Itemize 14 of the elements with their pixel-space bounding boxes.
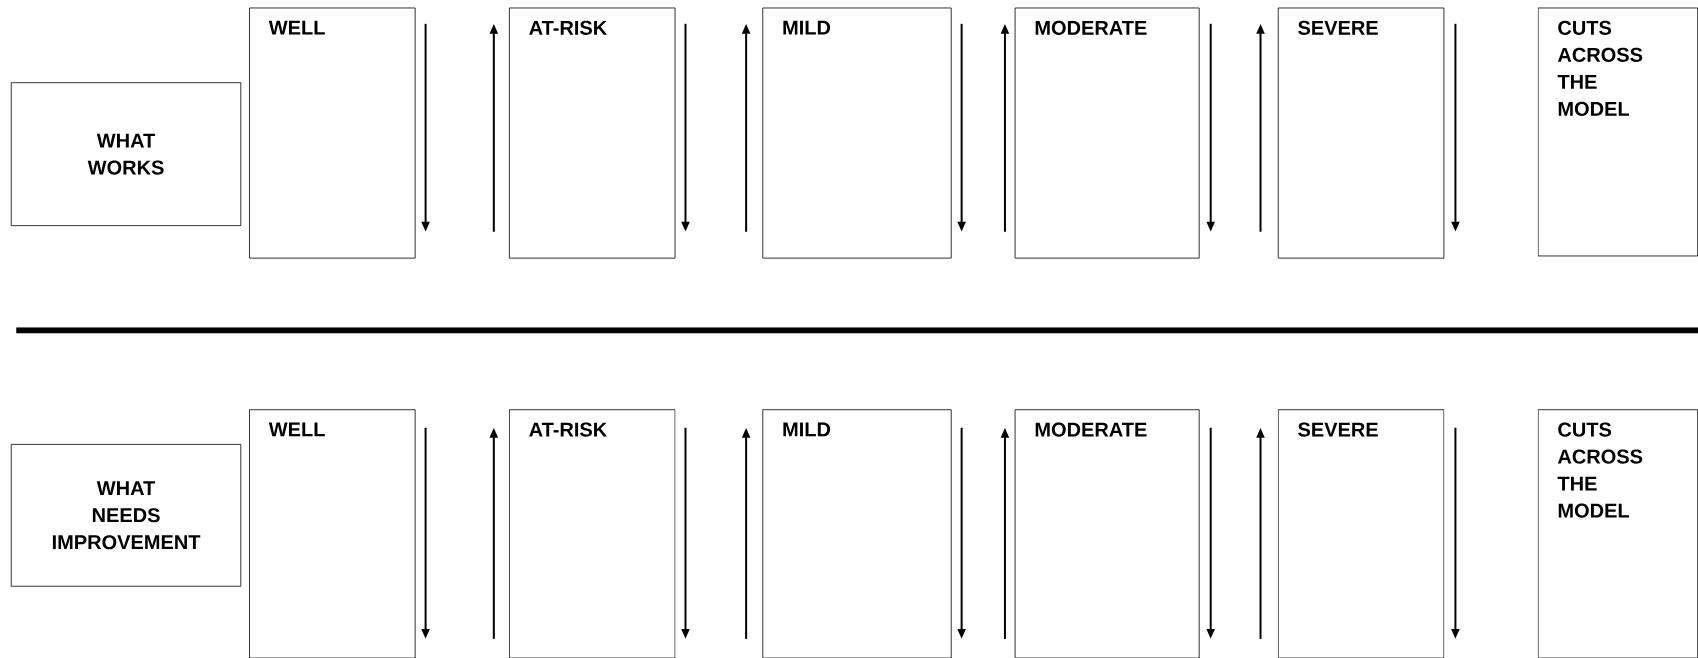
label-box: WHAT WORKS [10, 82, 242, 227]
stage-box: MODERATE [1014, 409, 1200, 658]
stage-box: CUTS ACROSS THE MODEL [1537, 409, 1698, 658]
stage-box: WELL [249, 7, 416, 259]
stage-box: AT-RISK [509, 7, 676, 259]
stage-box: AT-RISK [509, 409, 676, 658]
stage-box: CUTS ACROSS THE MODEL [1537, 7, 1698, 257]
stage-box: MILD [762, 7, 952, 259]
stage-box: SEVERE [1277, 7, 1445, 259]
stage-box: MILD [762, 409, 952, 658]
label-box: WHAT NEEDS IMPROVEMENT [10, 444, 242, 587]
stage-box: SEVERE [1277, 409, 1445, 658]
stage-box: WELL [249, 409, 416, 658]
stage-box: MODERATE [1014, 7, 1200, 259]
